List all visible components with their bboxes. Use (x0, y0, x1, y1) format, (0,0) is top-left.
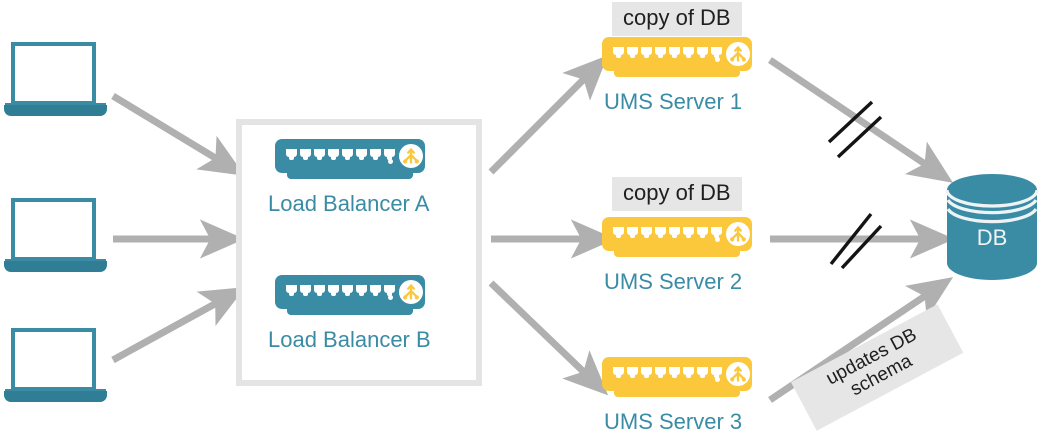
router-icon (275, 275, 425, 309)
router-leds (388, 285, 393, 305)
client-laptop-2 (4, 198, 116, 286)
server-icon (602, 37, 752, 71)
server1-copy-of-db-tag: copy of DB (612, 2, 742, 36)
router-base (287, 170, 413, 179)
database-label: DB (976, 225, 1008, 250)
arrow-client1-to-loadbalancer (111, 93, 245, 176)
break-mark-server1-db (827, 100, 883, 159)
router-ports (286, 285, 395, 296)
network-fork-icon (726, 42, 750, 66)
laptop-base (4, 261, 107, 272)
network-fork-icon (399, 144, 423, 168)
database-cylinder-icon (945, 174, 1039, 280)
server-leds (715, 367, 720, 387)
ums-server-3-label: UMS Server 3 (604, 409, 743, 434)
server-icon (602, 357, 752, 391)
server2-copy-of-db-tag: copy of DB (612, 177, 742, 211)
server-base (614, 388, 740, 397)
laptop-screen (11, 42, 96, 105)
arrow-client3-to-loadbalancer (111, 287, 246, 364)
server-leds (715, 47, 720, 67)
network-fork-icon (399, 280, 423, 304)
client-laptop-3 (4, 328, 116, 416)
break-mark-server2-db (829, 212, 883, 270)
server-base (614, 68, 740, 77)
router-ports (286, 149, 395, 160)
server-icon (602, 217, 752, 251)
laptop-screen (11, 328, 96, 391)
laptop-base (4, 391, 107, 402)
arrow-loadbalancer-to-server3 (488, 280, 609, 396)
database-node: DB (944, 173, 1040, 280)
ums-server-1-label: UMS Server 1 (604, 89, 743, 114)
router-leds (388, 149, 393, 169)
router-base (287, 306, 413, 315)
load-balancer-group-frame (236, 119, 482, 386)
load-balancer-a-icon (275, 139, 425, 181)
server-base (614, 248, 740, 257)
router-icon (275, 139, 425, 173)
network-fork-icon (726, 362, 750, 386)
client-laptop-1 (4, 42, 116, 130)
server-ports (613, 227, 722, 238)
arrow-server1-to-db (768, 57, 954, 183)
load-balancer-a-label: Load Balancer A (268, 191, 430, 216)
server-ports (613, 47, 722, 58)
network-fork-icon (726, 222, 750, 246)
server-leds (715, 227, 720, 247)
ums-server-2-icon (602, 217, 752, 259)
server-ports (613, 367, 722, 378)
load-balancer-b-label: Load Balancer B (268, 327, 431, 352)
load-balancer-b-icon (275, 275, 425, 317)
ums-server-2-label: UMS Server 2 (604, 269, 743, 294)
ums-server-1-icon (602, 37, 752, 79)
arrow-loadbalancer-to-server1 (488, 55, 608, 175)
laptop-base (4, 105, 107, 116)
laptop-screen (11, 198, 96, 261)
ums-server-3-icon (602, 357, 752, 399)
